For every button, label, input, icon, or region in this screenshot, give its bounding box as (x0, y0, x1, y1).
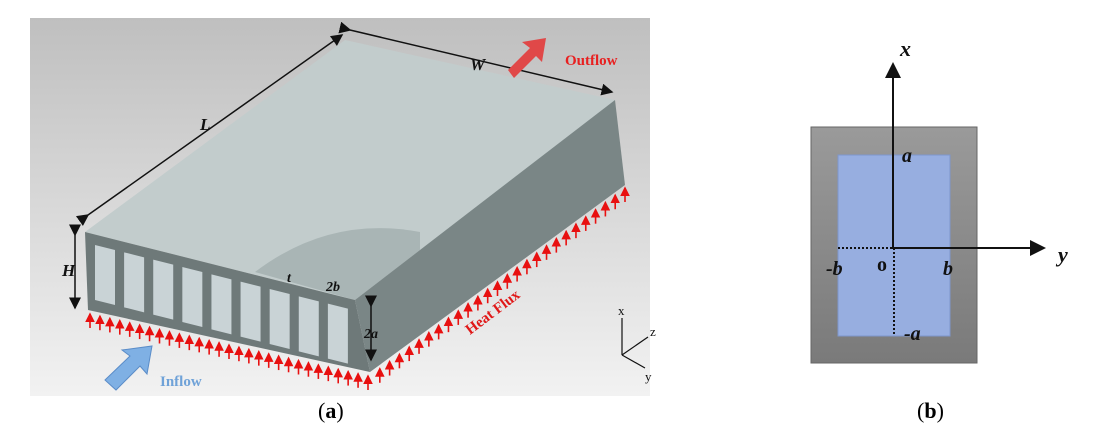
inflow-arrow-icon (104, 345, 153, 391)
heat-flux-arrows (85, 186, 630, 390)
inflow-label: Inflow (160, 374, 202, 390)
channel-opening (240, 281, 261, 342)
label-neg-b: -b (826, 258, 843, 280)
dim-2b-label: 2b (325, 280, 340, 295)
channel-opening (269, 289, 290, 349)
dim-t-label: t (287, 271, 292, 286)
dim-L-label: L (199, 115, 210, 134)
label-origin: o (877, 254, 887, 276)
dim-W-line (338, 21, 614, 96)
label-a: a (902, 145, 912, 167)
dim-H-label: H (61, 261, 76, 280)
channel-opening (211, 274, 232, 335)
outflow-label: Outflow (565, 53, 618, 69)
axis-z-label: z (650, 324, 656, 339)
x-axis-label: x (899, 36, 911, 61)
outflow-arrow-icon (508, 38, 546, 78)
axis-y-label: y (645, 369, 652, 384)
caption-b: (b) (917, 398, 944, 423)
coordinate-triad (621, 318, 649, 369)
top-surface (85, 40, 615, 300)
channel-opening (327, 303, 348, 364)
channel-opening (95, 245, 115, 305)
y-axis-label: y (1055, 242, 1068, 267)
channel-opening (182, 267, 203, 327)
caption-a: (a) (318, 398, 344, 423)
channel-opening (153, 259, 174, 320)
label-neg-a: -a (904, 323, 921, 345)
channel-opening (298, 296, 319, 357)
panel-a-heat-sink: L W H t 2b 2a Outflow Inflow Heat Flux x… (30, 18, 656, 396)
label-b: b (943, 258, 953, 280)
dim-2a-label: 2a (363, 327, 378, 342)
microchannels (95, 245, 348, 364)
cutaway-section (255, 228, 420, 300)
side-face (355, 100, 625, 372)
panel-b-cross-section: x y a -a b -b o (810, 36, 1068, 364)
axis-x-label: x (618, 303, 625, 318)
channel-opening (124, 252, 145, 313)
dim-L-line (75, 34, 344, 226)
dim-W-label: W (470, 55, 487, 74)
